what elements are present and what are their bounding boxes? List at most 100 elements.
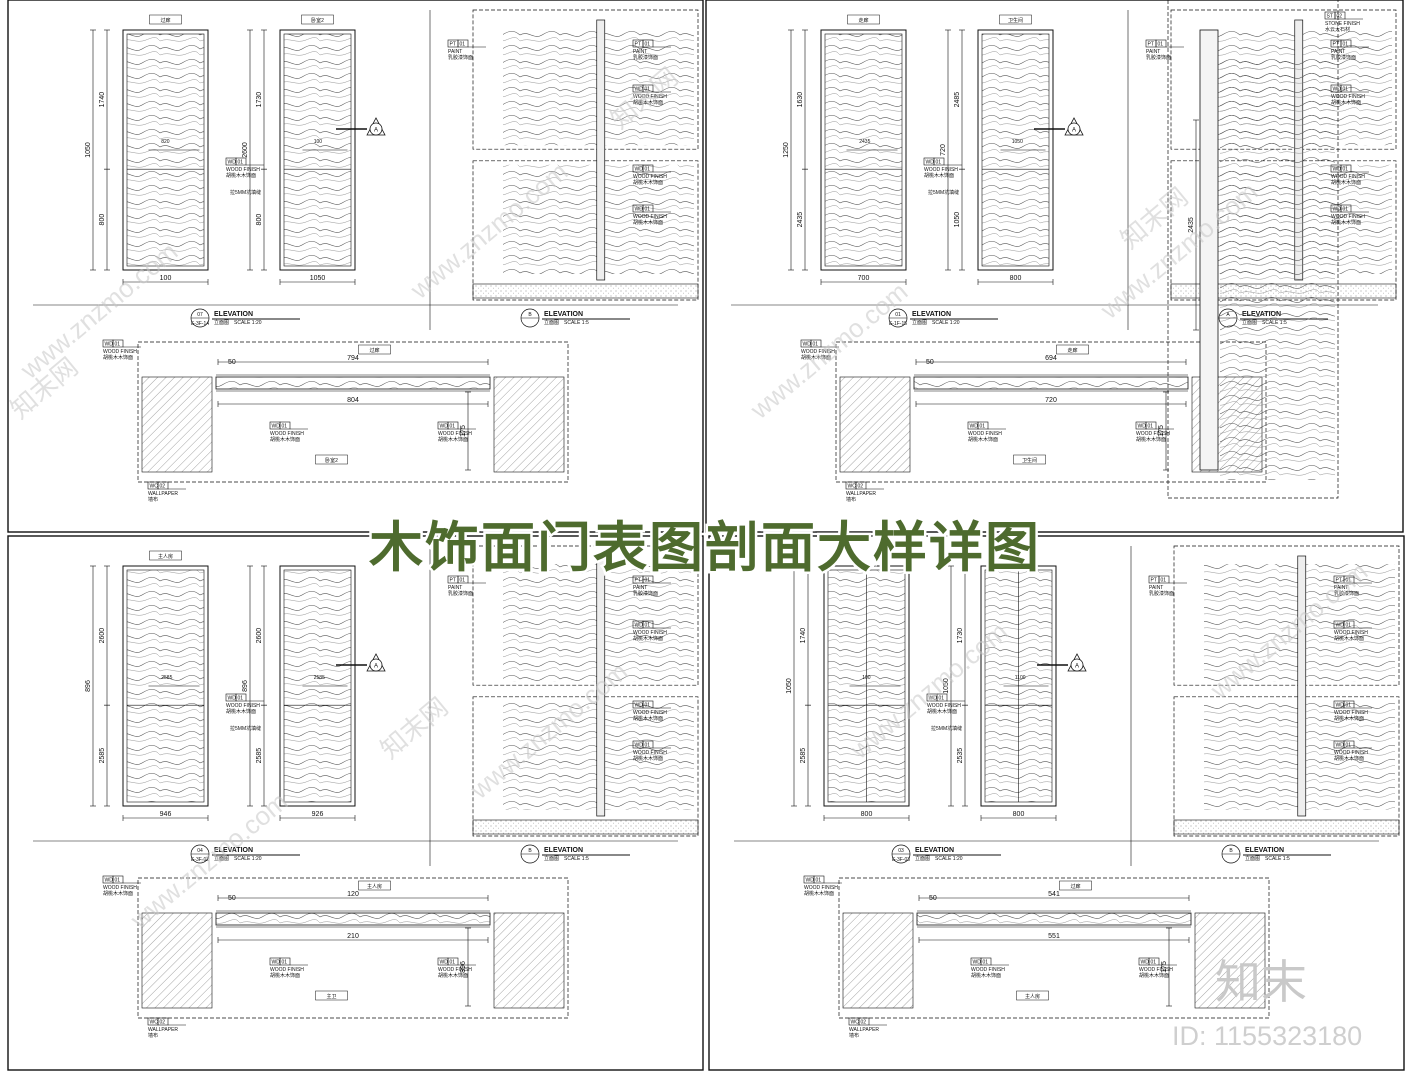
door-frame [122,565,209,807]
panel-border [708,535,1405,1071]
tag-num-box [447,957,459,966]
floor [472,283,699,299]
dim-lower: 1050 [954,168,965,271]
tag-num: 01 [1343,166,1349,172]
tag-num: 01 [645,41,651,47]
tag-code: WD [635,86,644,92]
tag-num: 01 [1346,742,1352,748]
image-id: ID: 1155323180 [1172,1021,1362,1051]
marker-letter: A [1072,128,1076,134]
section-bottom-box [472,160,699,301]
dim-lower: 800 [256,168,267,271]
dim-width: 800 [977,275,1054,285]
room-label-box [1059,880,1092,891]
title-ref: E-3F-03 [892,857,910,863]
gap-note: 拉5MM坑填缝 [230,725,261,732]
tag-code: PT [450,577,456,583]
tag-code: WC [150,1019,159,1025]
tag-cn: 胡桃木木饰面 [1334,715,1364,722]
drawing-panel-4: 1001740258510508001100173025351050800A03… [708,535,1405,1071]
tag-en: WOOD FINISH [438,431,472,437]
tag-num-box [977,421,989,430]
wall-left [141,912,213,1009]
tag-num-box [1155,39,1167,48]
tag-cn: 胡桃木木饰面 [633,715,663,722]
tag-code: WD [970,423,979,429]
dim-text: 800 [99,214,106,226]
tag-cn: 胡桃木木饰面 [1136,436,1166,443]
tag-code: WD [803,341,812,347]
tag-code: WD [973,959,982,965]
section-boundary [838,877,1270,1019]
wall-left [839,376,911,473]
tag-cn: 乳胶漆饰面 [1334,590,1359,597]
dim-upper: 1740 [800,565,811,706]
tall-profile [1199,29,1219,471]
vertical-section-b [472,545,699,837]
tag-en: WOOD FINISH [226,167,260,173]
dim-text: 2600 [99,628,106,644]
dim-lower: 2435 [797,168,808,271]
tag-num: 01 [645,702,651,708]
tag-num: 01 [282,959,288,965]
title-number: B [1229,848,1233,854]
tag-cn: 胡桃木木饰面 [1139,972,1169,979]
banner-title-group: 木饰面门表图剖面大样详图 [367,514,1042,582]
tag-num: 01 [1346,702,1352,708]
tag-code: WC [851,1019,860,1025]
tag-en: WOOD FINISH [971,967,1005,973]
section-bottom-box [472,696,699,837]
tag-cn: 胡桃木木饰面 [924,172,954,179]
room-label-box [149,550,182,561]
tag-code: WD [635,742,644,748]
tag-en: PAINT [1149,585,1163,591]
door-frame [980,565,1057,807]
tag-num-box [810,339,822,348]
tag-num-box [858,1017,870,1026]
tag-cn: 胡桃木木饰面 [801,354,831,361]
tag-num: 01 [813,341,819,347]
dim-text: 720 [940,144,947,156]
tag-code: WD [635,166,644,172]
wall-left [141,376,213,473]
tag-num-box [235,157,247,166]
tag-num-box [642,164,654,173]
tag-en: PAINT [1146,49,1160,55]
dim-upper: 1630 [797,29,808,170]
title-ref: E-3F-02 [191,857,209,863]
tag-num: 01 [645,622,651,628]
tag-num-box [457,575,469,584]
dim-text: 800 [1010,275,1022,282]
title-scale: SCALE 1:20 [932,320,960,326]
handle-dim: 100 [862,675,871,681]
door-frame [279,565,356,807]
tag-code: WD [1336,622,1345,628]
tag-en: PAINT [448,585,462,591]
dim-text: 700 [858,275,870,282]
tag-num: 01 [1343,206,1349,212]
tag-code: WD [635,702,644,708]
tag-code: WC [150,483,159,489]
banner-title: 木饰面门表图剖面大样详图 [369,516,1041,579]
tag-cn: 墙布 [849,1032,859,1039]
tag-num-box [1340,204,1352,213]
dim-total: 2600 [242,29,253,271]
tag-num: 01 [939,695,945,701]
dim-upper: 1740 [99,29,110,170]
title-elevation: ELEVATION [1245,847,1284,854]
tag-en: WOOD FINISH [633,630,667,636]
marker-circle [369,658,383,672]
dim-text: 1730 [256,92,263,108]
marker-circle [1067,122,1081,136]
tag-num: 01 [238,159,244,165]
